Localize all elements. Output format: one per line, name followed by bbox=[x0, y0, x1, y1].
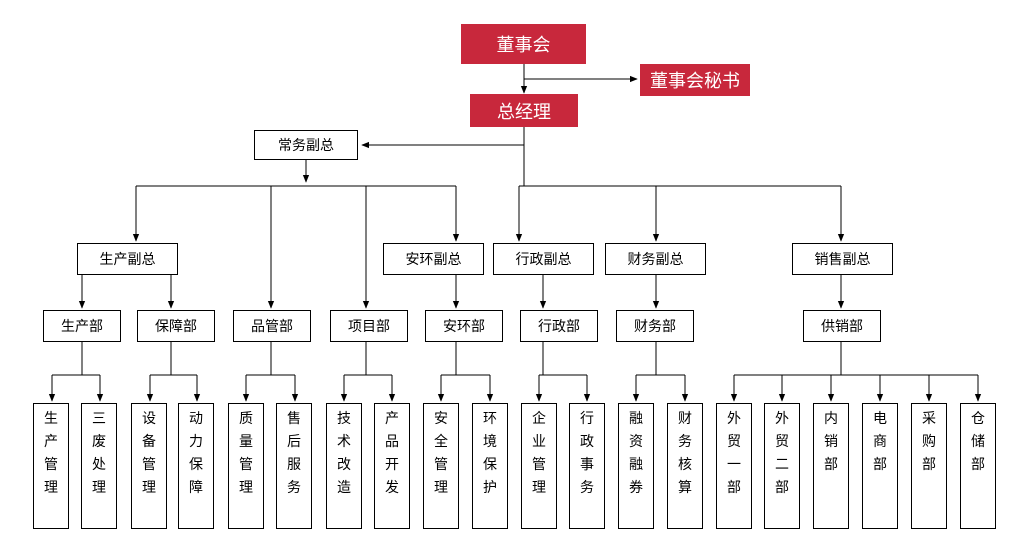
general-manager-node: 总经理 bbox=[470, 94, 578, 127]
leaf-env-protect: 环境保护 bbox=[472, 403, 508, 529]
quality-dept-node: 品管部 bbox=[233, 310, 311, 342]
leaf-label: 技术改造 bbox=[337, 411, 351, 496]
production-dept-node: 生产部 bbox=[43, 310, 121, 342]
leaf-warehouse: 仓储部 bbox=[960, 403, 996, 529]
leaf-label: 行政事务 bbox=[580, 411, 594, 496]
leaf-trade2: 外贸二部 bbox=[764, 403, 800, 529]
leaf-label: 产品开发 bbox=[385, 411, 399, 496]
leaf-enterprise: 企业管理 bbox=[521, 403, 557, 529]
leaf-production-mgmt: 生产管理 bbox=[33, 403, 69, 529]
leaf-waste: 三废处理 bbox=[81, 403, 117, 529]
supply-dept-node: 供销部 bbox=[803, 310, 881, 342]
leaf-label: 电商部 bbox=[873, 411, 887, 473]
board-secretary-node: 董事会秘书 bbox=[640, 64, 750, 96]
leaf-purchase: 采购部 bbox=[911, 403, 947, 529]
leaf-label: 企业管理 bbox=[532, 411, 546, 496]
env-dept-node: 安环部 bbox=[425, 310, 503, 342]
leaf-product-dev: 产品开发 bbox=[374, 403, 410, 529]
leaf-label: 财务核算 bbox=[678, 411, 692, 496]
leaf-admin-affairs: 行政事务 bbox=[569, 403, 605, 529]
admin-dept-node: 行政部 bbox=[520, 310, 598, 342]
board-node: 董事会 bbox=[461, 24, 586, 64]
leaf-accounting: 财务核算 bbox=[667, 403, 703, 529]
project-dept-node: 项目部 bbox=[330, 310, 408, 342]
leaf-domestic: 内销部 bbox=[813, 403, 849, 529]
leaf-trade1: 外贸一部 bbox=[716, 403, 752, 529]
leaf-label: 内销部 bbox=[824, 411, 838, 473]
leaf-label: 仓储部 bbox=[971, 411, 985, 473]
leaf-ecommerce: 电商部 bbox=[862, 403, 898, 529]
leaf-label: 售后服务 bbox=[287, 411, 301, 496]
leaf-label: 三废处理 bbox=[92, 411, 106, 496]
production-vp-node: 生产副总 bbox=[77, 243, 178, 275]
leaf-label: 融资融券 bbox=[629, 411, 643, 496]
guarantee-dept-node: 保障部 bbox=[137, 310, 215, 342]
leaf-tech: 技术改造 bbox=[326, 403, 362, 529]
executive-vp-node: 常务副总 bbox=[254, 130, 358, 160]
sales-vp-node: 销售副总 bbox=[792, 243, 893, 275]
leaf-label: 质量管理 bbox=[239, 411, 253, 496]
leaf-safety: 安全管理 bbox=[423, 403, 459, 529]
leaf-financing: 融资融券 bbox=[618, 403, 654, 529]
leaf-label: 外贸二部 bbox=[775, 411, 789, 496]
leaf-after-sales: 售后服务 bbox=[276, 403, 312, 529]
leaf-label: 动力保障 bbox=[189, 411, 203, 496]
leaf-label: 生产管理 bbox=[44, 411, 58, 496]
leaf-label: 采购部 bbox=[922, 411, 936, 473]
leaf-quality-mgmt: 质量管理 bbox=[228, 403, 264, 529]
leaf-equipment: 设备管理 bbox=[131, 403, 167, 529]
leaf-label: 设备管理 bbox=[142, 411, 156, 496]
leaf-label: 环境保护 bbox=[483, 411, 497, 496]
finance-dept-node: 财务部 bbox=[616, 310, 694, 342]
admin-vp-node: 行政副总 bbox=[493, 243, 594, 275]
leaf-label: 安全管理 bbox=[434, 411, 448, 496]
leaf-label: 外贸一部 bbox=[727, 411, 741, 496]
leaf-power: 动力保障 bbox=[178, 403, 214, 529]
finance-vp-node: 财务副总 bbox=[605, 243, 706, 275]
env-vp-node: 安环副总 bbox=[383, 243, 484, 275]
